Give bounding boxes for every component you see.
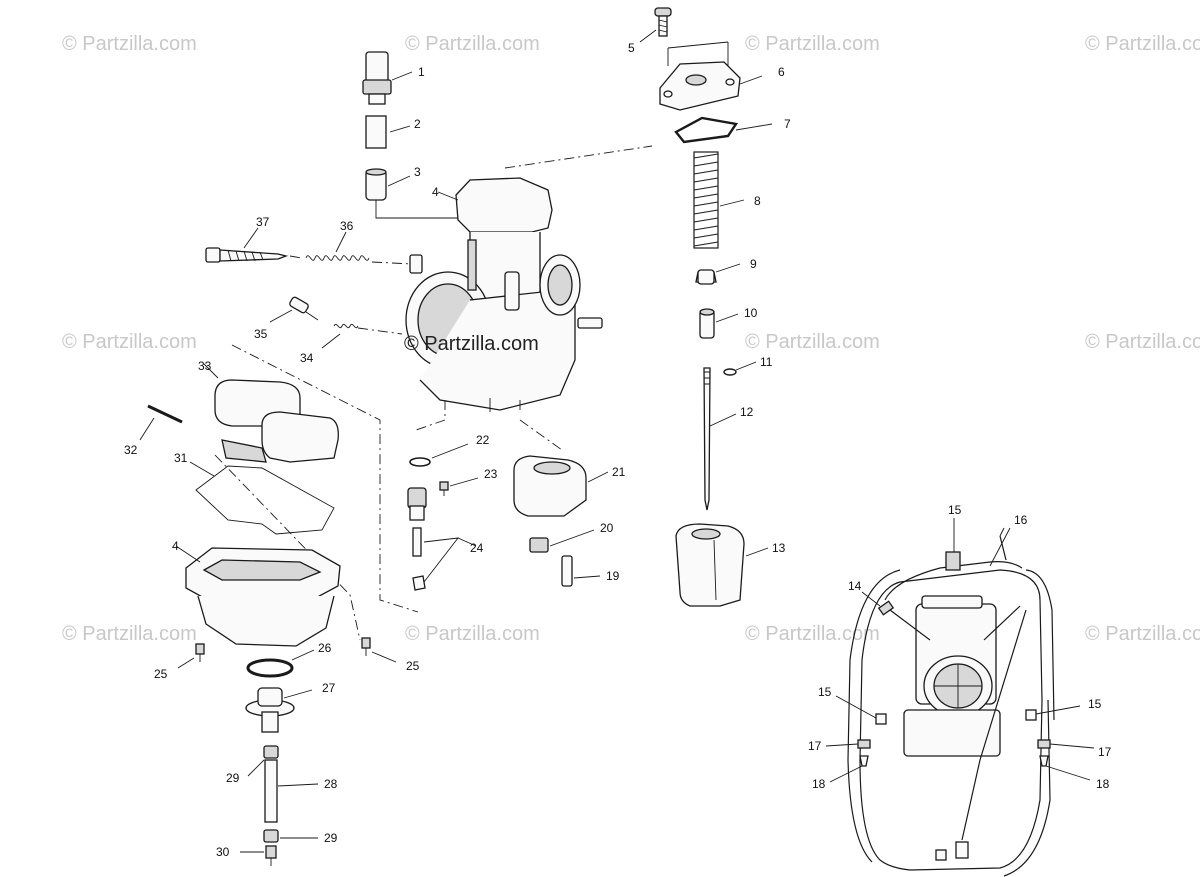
callout-17-right: 17: [1098, 745, 1112, 759]
assembly-line: [231, 344, 419, 613]
watermark: © Partzilla.com: [1085, 331, 1200, 353]
watermark: © Partzilla.com: [405, 33, 540, 55]
part-4-carburetor-body: [405, 177, 603, 412]
part-4-float-bowl: [175, 545, 341, 647]
part-8-throttle-valve-spring: [693, 151, 745, 249]
watermark: © Partzilla.com: [62, 623, 197, 645]
watermark: © Partzilla.com: [405, 623, 540, 645]
part-29-nut-bottom: [263, 829, 318, 843]
part-31-float-bowl-gasket: [189, 461, 335, 535]
callout-1: 1: [418, 65, 425, 79]
assembly-line: [519, 419, 563, 451]
part-5-screw: [639, 7, 729, 66]
callout-9: 9: [750, 257, 757, 271]
callout-30: 30: [216, 845, 230, 859]
callout-3: 3: [414, 165, 421, 179]
callout-32: 32: [124, 443, 138, 457]
callout-21: 21: [612, 465, 626, 479]
assembly-line: [214, 454, 361, 641]
callout-22: 22: [476, 433, 490, 447]
callout-29-top: 29: [226, 771, 240, 785]
callout-16: 16: [1014, 513, 1028, 527]
part-19-main-jet: [561, 555, 601, 587]
callout-25-left: 25: [154, 667, 168, 681]
part-13-throttle-valve: [675, 523, 769, 607]
part-6-top-cap: [659, 61, 763, 111]
callout-37: 37: [256, 215, 270, 229]
callout-15-right: 15: [1088, 697, 1102, 711]
callout-18-right: 18: [1096, 777, 1110, 791]
callout-4-bowl: 4: [172, 539, 179, 553]
callout-10: 10: [744, 306, 758, 320]
callout-29-bottom: 29: [324, 831, 338, 845]
part-37-adjust-screw: [205, 227, 289, 263]
part-20-main-jet-holder: [529, 529, 595, 553]
part-36-spring: [289, 231, 413, 265]
callout-31: 31: [174, 451, 188, 465]
part-9-spring-seat: [695, 263, 741, 285]
watermark: © Partzilla.com: [1085, 33, 1200, 55]
part-22-clip: [409, 443, 469, 467]
callout-7: 7: [784, 117, 791, 131]
watermark: © Partzilla.com: [745, 331, 880, 353]
callout-2: 2: [414, 117, 421, 131]
callout-13: 13: [772, 541, 786, 555]
part-11-e-clip: [723, 361, 757, 376]
part-33-float: [203, 363, 339, 463]
part-10-needle-holder: [699, 308, 739, 339]
watermark: © Partzilla.com: [62, 331, 197, 353]
callout-25-right: 25: [406, 659, 420, 673]
callout-26: 26: [318, 641, 332, 655]
part-28-drain-tube: [264, 759, 319, 823]
callout-labels: 1 2 3 4 5 6 7 8 9 10 11 12 13 37 36 35 3…: [124, 41, 1112, 859]
callout-20: 20: [600, 521, 614, 535]
callout-33: 33: [198, 359, 212, 373]
callout-11: 11: [760, 355, 773, 369]
part-1-fitting: [362, 51, 413, 105]
callout-8: 8: [754, 194, 761, 208]
watermark-center: © Partzilla.com: [404, 333, 539, 355]
part-3-jet-holder: [365, 168, 462, 219]
callout-14: 14: [848, 579, 862, 593]
part-25-screws: [177, 637, 397, 669]
part-30-screw: [240, 845, 277, 866]
watermark: © Partzilla.com: [62, 33, 197, 55]
callout-18-left: 18: [812, 777, 826, 791]
part-2-spring: [365, 115, 411, 149]
callout-23: 23: [484, 467, 498, 481]
part-32-float-pin: [139, 404, 183, 441]
watermark: © Partzilla.com: [745, 623, 880, 645]
watermark-layer: © Partzilla.com © Partzilla.com © Partzi…: [62, 33, 1200, 645]
assembly-line: [415, 400, 446, 431]
callout-6: 6: [778, 65, 785, 79]
callout-34: 34: [300, 351, 314, 365]
part-29-nut-top: [247, 745, 279, 777]
part-34-spring: [321, 323, 403, 349]
callout-12: 12: [740, 405, 754, 419]
hose-routing-inset: [825, 518, 1095, 877]
part-26-o-ring: [246, 649, 315, 678]
watermark: © Partzilla.com: [745, 33, 880, 55]
callout-28: 28: [324, 777, 338, 791]
callout-36: 36: [340, 219, 354, 233]
part-21-float-chamber-cover: [513, 455, 609, 517]
callout-4: 4: [432, 185, 439, 199]
callout-35: 35: [254, 327, 268, 341]
assembly-line: [504, 145, 653, 169]
callout-24: 24: [470, 541, 484, 555]
part-24-needle-valve-assembly: [407, 487, 477, 591]
callout-19: 19: [606, 569, 620, 583]
part-23-screw: [439, 477, 479, 496]
part-35-pilot-jet: [269, 296, 319, 323]
part-27-drain-plug: [245, 687, 313, 733]
callout-5: 5: [628, 41, 635, 55]
callout-15-left: 15: [818, 685, 832, 699]
callout-15-top: 15: [948, 503, 962, 517]
watermark: © Partzilla.com: [1085, 623, 1200, 645]
part-12-jet-needle: [703, 367, 737, 511]
callout-17-left: 17: [808, 739, 822, 753]
callout-27: 27: [322, 681, 336, 695]
part-7-cap-gasket: [674, 116, 773, 144]
